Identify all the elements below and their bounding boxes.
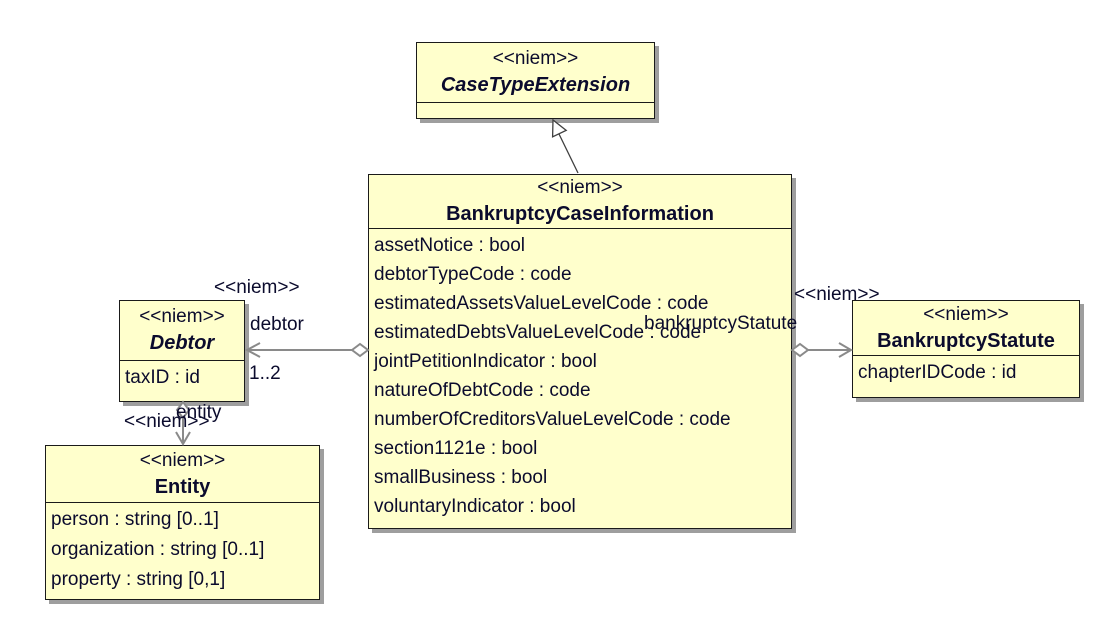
attribute-compartment: person : string [0..1] organization : st…	[46, 503, 319, 595]
association-stereotype-label[interactable]: <<niem>>	[214, 277, 300, 298]
association-debtor[interactable]	[244, 342, 370, 358]
stereotype-label: <<niem>>	[492, 48, 579, 69]
class-bankruptcy-case-information[interactable]: <<niem>> BankruptcyCaseInformation asset…	[368, 174, 792, 529]
generalization-triangle-icon	[551, 118, 568, 138]
attribute: smallBusiness : bool	[374, 467, 548, 488]
stereotype-label: <<niem>>	[537, 177, 623, 198]
stereotype-label: <<niem>>	[923, 303, 1009, 325]
attribute: jointPetitionIndicator : bool	[374, 351, 597, 372]
association-stereotype-label[interactable]: <<niem>>	[794, 284, 880, 305]
attribute: assetNotice : bool	[374, 235, 526, 256]
class-header: <<niem>> Debtor	[120, 301, 244, 361]
aggregation-diamond-icon	[790, 342, 810, 358]
attribute: numberOfCreditorsValueLevelCode : code	[374, 409, 731, 430]
class-name: BankruptcyStatute	[877, 329, 1055, 352]
stereotype-label: <<niem>>	[139, 306, 225, 327]
generalization-case-type-extension[interactable]	[551, 118, 579, 174]
attribute: person : string [0..1]	[51, 509, 219, 530]
class-header: <<niem>> CaseTypeExtension	[417, 43, 654, 103]
attribute: section1121e : bool	[374, 438, 538, 459]
aggregation-diamond-icon	[350, 342, 370, 358]
class-debtor[interactable]: <<niem>> Debtor taxID : id	[119, 300, 245, 402]
association-role-label[interactable]: debtor	[250, 314, 304, 335]
class-header: <<niem>> BankruptcyStatute	[853, 301, 1079, 356]
class-name: Debtor	[149, 332, 215, 354]
attribute-compartment	[417, 103, 654, 105]
attribute: estimatedAssetsValueLevelCode : code	[374, 293, 709, 314]
stereotype-label: <<niem>>	[139, 449, 226, 471]
attribute: natureOfDebtCode : code	[374, 380, 591, 401]
attribute: estimatedDebtsValueLevelCode : code	[374, 322, 702, 343]
class-name: BankruptcyCaseInformation	[446, 203, 714, 225]
attribute-compartment: chapterIDCode : id	[853, 356, 1079, 387]
association-bankruptcy-statute[interactable]	[790, 342, 853, 358]
attribute-compartment: taxID : id	[120, 361, 244, 392]
association-role-label[interactable]: entity	[176, 402, 222, 423]
open-arrow-icon	[838, 342, 853, 358]
attribute: property : string [0,1]	[51, 569, 226, 590]
class-entity[interactable]: <<niem>> Entity person : string [0..1] o…	[45, 445, 320, 600]
association-multiplicity-label[interactable]: 1..2	[249, 363, 281, 384]
attribute: taxID : id	[125, 367, 200, 388]
class-name: Entity	[154, 475, 211, 498]
attribute: organization : string [0..1]	[51, 539, 265, 560]
class-header: <<niem>> Entity	[46, 446, 319, 503]
attribute: voluntaryIndicator : bool	[374, 496, 576, 517]
class-header: <<niem>> BankruptcyCaseInformation	[369, 175, 791, 229]
class-case-type-extension[interactable]: <<niem>> CaseTypeExtension	[416, 42, 655, 119]
open-arrow-icon	[244, 342, 261, 358]
attribute: chapterIDCode : id	[858, 362, 1017, 383]
attribute-compartment: assetNotice : bool debtorTypeCode : code…	[369, 229, 791, 521]
class-name: CaseTypeExtension	[440, 74, 631, 96]
association-role-label[interactable]: bankruptcyStatute	[644, 313, 798, 334]
attribute: debtorTypeCode : code	[374, 264, 572, 285]
class-bankruptcy-statute[interactable]: <<niem>> BankruptcyStatute chapterIDCode…	[852, 300, 1080, 398]
